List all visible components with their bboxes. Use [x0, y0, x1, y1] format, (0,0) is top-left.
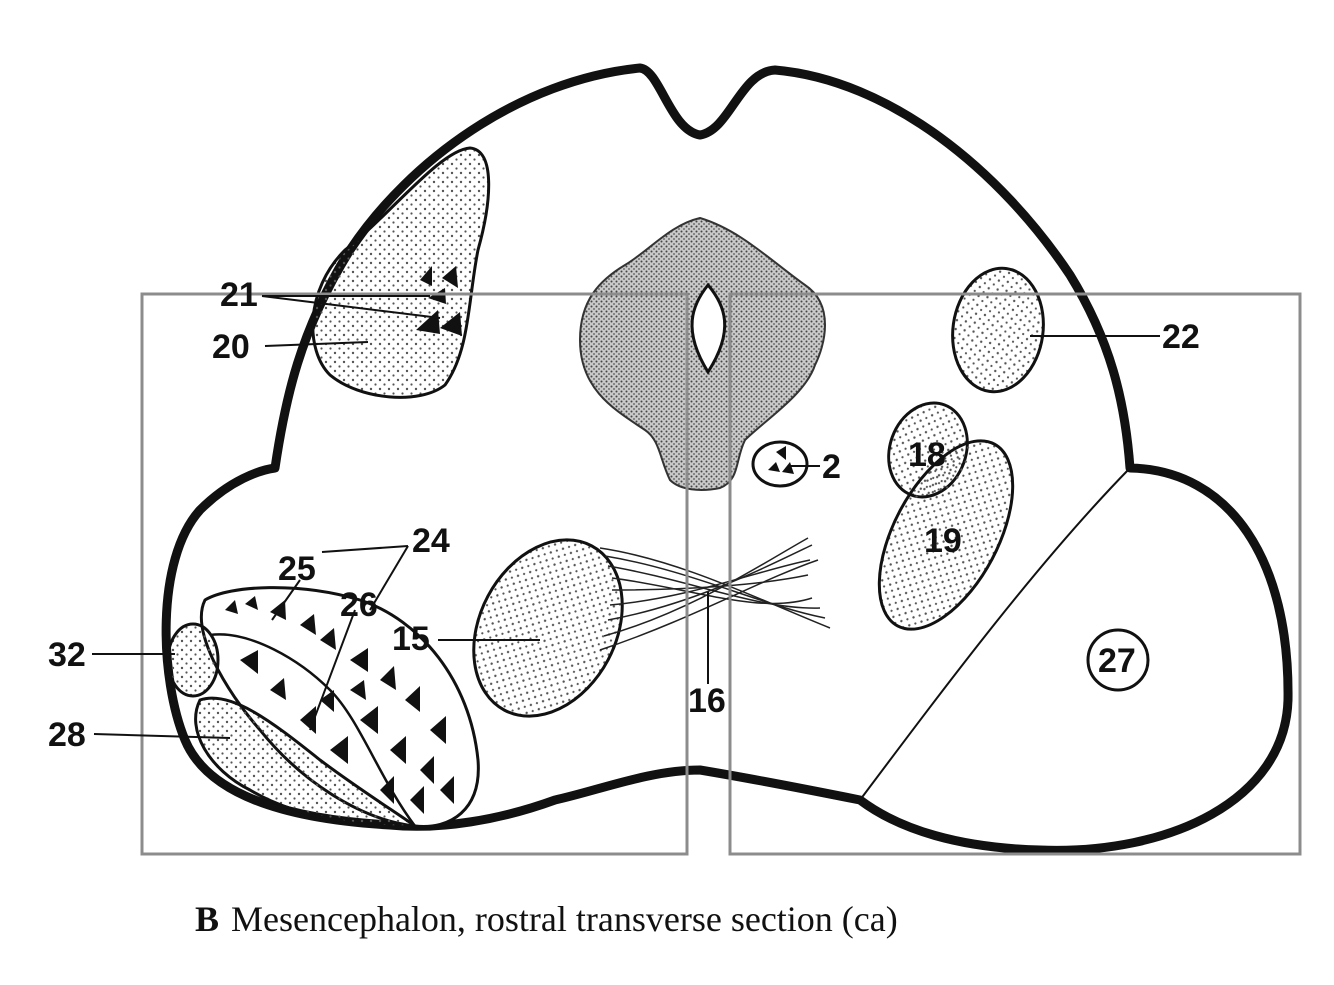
- decussation-fibers: [600, 538, 830, 650]
- nucleus-32: [168, 624, 218, 696]
- label-18: 18: [908, 436, 946, 474]
- label-16: 16: [688, 682, 726, 720]
- caption-letter: B: [195, 899, 219, 939]
- label-22: 22: [1162, 318, 1200, 356]
- label-28: 28: [48, 716, 86, 754]
- label-32: 32: [48, 636, 86, 674]
- figure-caption: B Mesencephalon, rostral transverse secti…: [195, 898, 898, 940]
- label-27: 27: [1098, 642, 1136, 680]
- nucleus-22: [945, 262, 1051, 397]
- caption-text: Mesencephalon, rostral transverse sectio…: [231, 899, 898, 939]
- nucleus-15: [444, 514, 651, 742]
- label-19: 19: [924, 522, 962, 560]
- nucleus-2: [753, 442, 807, 486]
- label-24: 24: [412, 522, 450, 560]
- label-15: 15: [392, 620, 430, 658]
- label-26: 26: [340, 586, 378, 624]
- label-2: 2: [822, 448, 841, 486]
- label-21: 21: [220, 276, 258, 314]
- label-20: 20: [212, 328, 250, 366]
- label-25: 25: [278, 550, 316, 588]
